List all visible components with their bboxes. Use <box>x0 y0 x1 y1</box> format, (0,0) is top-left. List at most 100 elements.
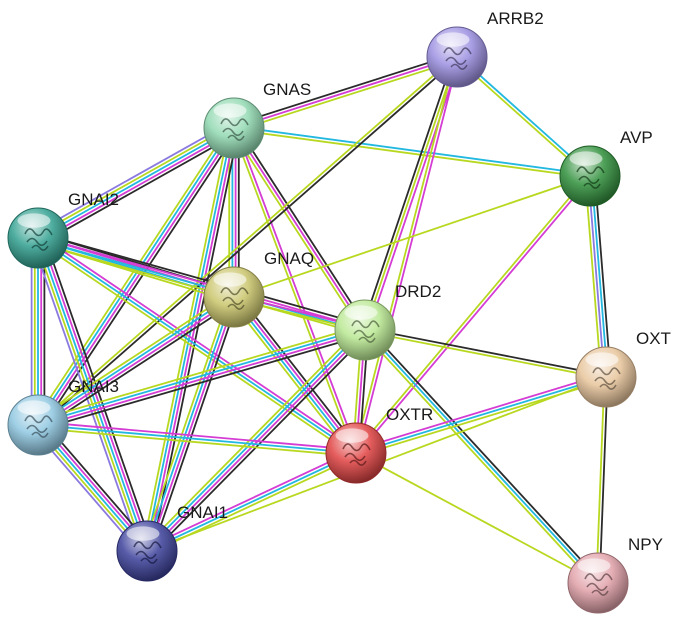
protein-structure-icon <box>443 47 472 70</box>
edge-gnaq-gnai1[interactable] <box>141 295 240 553</box>
edge-line-yellowgreen <box>233 128 590 179</box>
edge-line-yellowgreen <box>595 376 606 583</box>
node-label: GNAQ <box>264 249 314 268</box>
edge-line-cyan <box>37 327 365 425</box>
protein-structure-icon <box>592 367 621 390</box>
edge-line-yellowgreen <box>142 325 363 549</box>
edge-line-black <box>39 232 367 327</box>
node-gnai2[interactable]: GNAI2 <box>7 190 119 269</box>
edge-gnai2-oxtr[interactable] <box>35 234 359 457</box>
node-highlight <box>213 103 247 118</box>
edge-line-black <box>598 377 609 584</box>
protein-structure-icon <box>576 166 605 189</box>
edge-drd2-gnai1[interactable] <box>142 325 370 556</box>
edge-gnas-arrb2[interactable] <box>232 53 459 132</box>
edge-oxt-npy[interactable] <box>595 376 609 584</box>
node-gnas[interactable]: GNAS <box>203 80 311 159</box>
edge-line-cyan <box>36 294 234 425</box>
edge-line-cyan <box>35 126 234 425</box>
node-label: AVP <box>620 128 653 147</box>
edge-line-yellowgreen <box>36 55 457 425</box>
edge-gnas-gnai3[interactable] <box>33 124 239 429</box>
node-highlight <box>17 400 51 415</box>
node-oxt[interactable]: OXT <box>575 329 671 408</box>
edge-gnaq-oxtr[interactable] <box>229 293 361 457</box>
edge-arrb2-drd2[interactable] <box>361 55 461 332</box>
node-oxtr[interactable]: OXTR <box>325 405 433 484</box>
edge-line-yellowgreen <box>36 241 364 336</box>
edge-arrb2-oxtr[interactable] <box>353 56 460 454</box>
edge-gnas-avp[interactable] <box>233 125 591 179</box>
node-gnaq[interactable]: GNAQ <box>203 249 314 328</box>
protein-structure-icon <box>351 320 380 343</box>
edge-gnaq-gnai3[interactable] <box>34 292 238 430</box>
node-label: GNAI3 <box>68 377 119 396</box>
edge-line-black <box>39 333 367 431</box>
edge-avp-gnaq[interactable] <box>233 175 591 298</box>
edge-line-black <box>150 298 240 553</box>
edge-line-magenta <box>38 128 237 427</box>
edge-avp-oxt[interactable] <box>584 175 612 378</box>
edge-gnai3-oxtr[interactable] <box>37 420 357 458</box>
edge-line-magenta <box>233 56 458 129</box>
edge-line-magenta <box>234 295 358 453</box>
node-label: GNAI2 <box>68 190 119 209</box>
edge-drd2-npy[interactable] <box>361 327 602 586</box>
edge-line-magenta <box>234 127 359 453</box>
node-gnai3[interactable]: GNAI3 <box>7 377 119 456</box>
edge-line-yellowgreen <box>354 174 590 453</box>
edge-line-magenta <box>147 128 237 552</box>
node-highlight <box>213 272 247 287</box>
node-label: NPY <box>628 535 663 554</box>
edge-gnas-oxtr[interactable] <box>231 127 359 454</box>
node-highlight <box>585 352 619 367</box>
edge-line-black <box>40 300 238 430</box>
edge-drd2-oxt[interactable] <box>364 327 607 380</box>
edge-line-cyan <box>37 237 357 454</box>
edge-line-yellowgreen <box>355 452 599 584</box>
edge-line-yellowgreen <box>35 239 355 457</box>
edge-line-cyan <box>144 296 234 551</box>
edge-line-black <box>235 125 369 329</box>
edge-gnai2-drd2[interactable] <box>36 232 367 336</box>
edge-line-yellowgreen <box>229 299 353 457</box>
node-npy[interactable]: NPY <box>567 535 663 614</box>
protein-structure-icon <box>24 415 53 438</box>
edge-line-yellowgreen <box>37 427 356 458</box>
edge-line-magenta <box>38 235 366 330</box>
edge-line-black <box>365 327 607 377</box>
edge-avp-oxtr[interactable] <box>354 174 592 455</box>
node-drd2[interactable]: DRD2 <box>334 282 441 361</box>
node-avp[interactable]: AVP <box>559 128 653 207</box>
edge-line-yellowgreen <box>231 128 356 454</box>
node-highlight <box>17 213 51 228</box>
edge-gnas-drd2[interactable] <box>230 125 369 333</box>
protein-structure-icon <box>342 443 371 466</box>
node-arrb2[interactable]: ARRB2 <box>426 9 544 88</box>
edge-line-cyan <box>146 452 357 552</box>
edge-drd2-gnai3[interactable] <box>36 324 367 431</box>
edge-gnai2-gnai3[interactable] <box>30 238 46 425</box>
node-gnai1[interactable]: GNAI1 <box>116 503 228 582</box>
edge-line-cyan <box>145 328 365 551</box>
edge-line-yellowgreen <box>361 331 597 586</box>
edge-arrb2-gnai3[interactable] <box>36 55 459 427</box>
node-label: OXTR <box>386 405 433 424</box>
edge-line-black <box>41 130 239 429</box>
edge-line-yellowgreen <box>353 56 457 453</box>
edge-line-cyan <box>37 424 357 454</box>
edge-line-magenta <box>356 57 460 454</box>
edge-line-yellowgreen <box>230 129 364 333</box>
edge-line-magenta <box>39 130 237 242</box>
edges-layer <box>30 53 612 586</box>
edge-line-black <box>593 175 612 377</box>
node-label: OXT <box>636 329 671 348</box>
edge-line-purple <box>587 176 606 378</box>
edge-oxtr-npy[interactable] <box>355 452 599 584</box>
edge-gnas-gnai2[interactable] <box>34 121 238 245</box>
edge-line-cyan <box>590 175 609 377</box>
edge-line-yellowgreen <box>141 295 231 550</box>
edge-line-purple <box>34 121 232 234</box>
